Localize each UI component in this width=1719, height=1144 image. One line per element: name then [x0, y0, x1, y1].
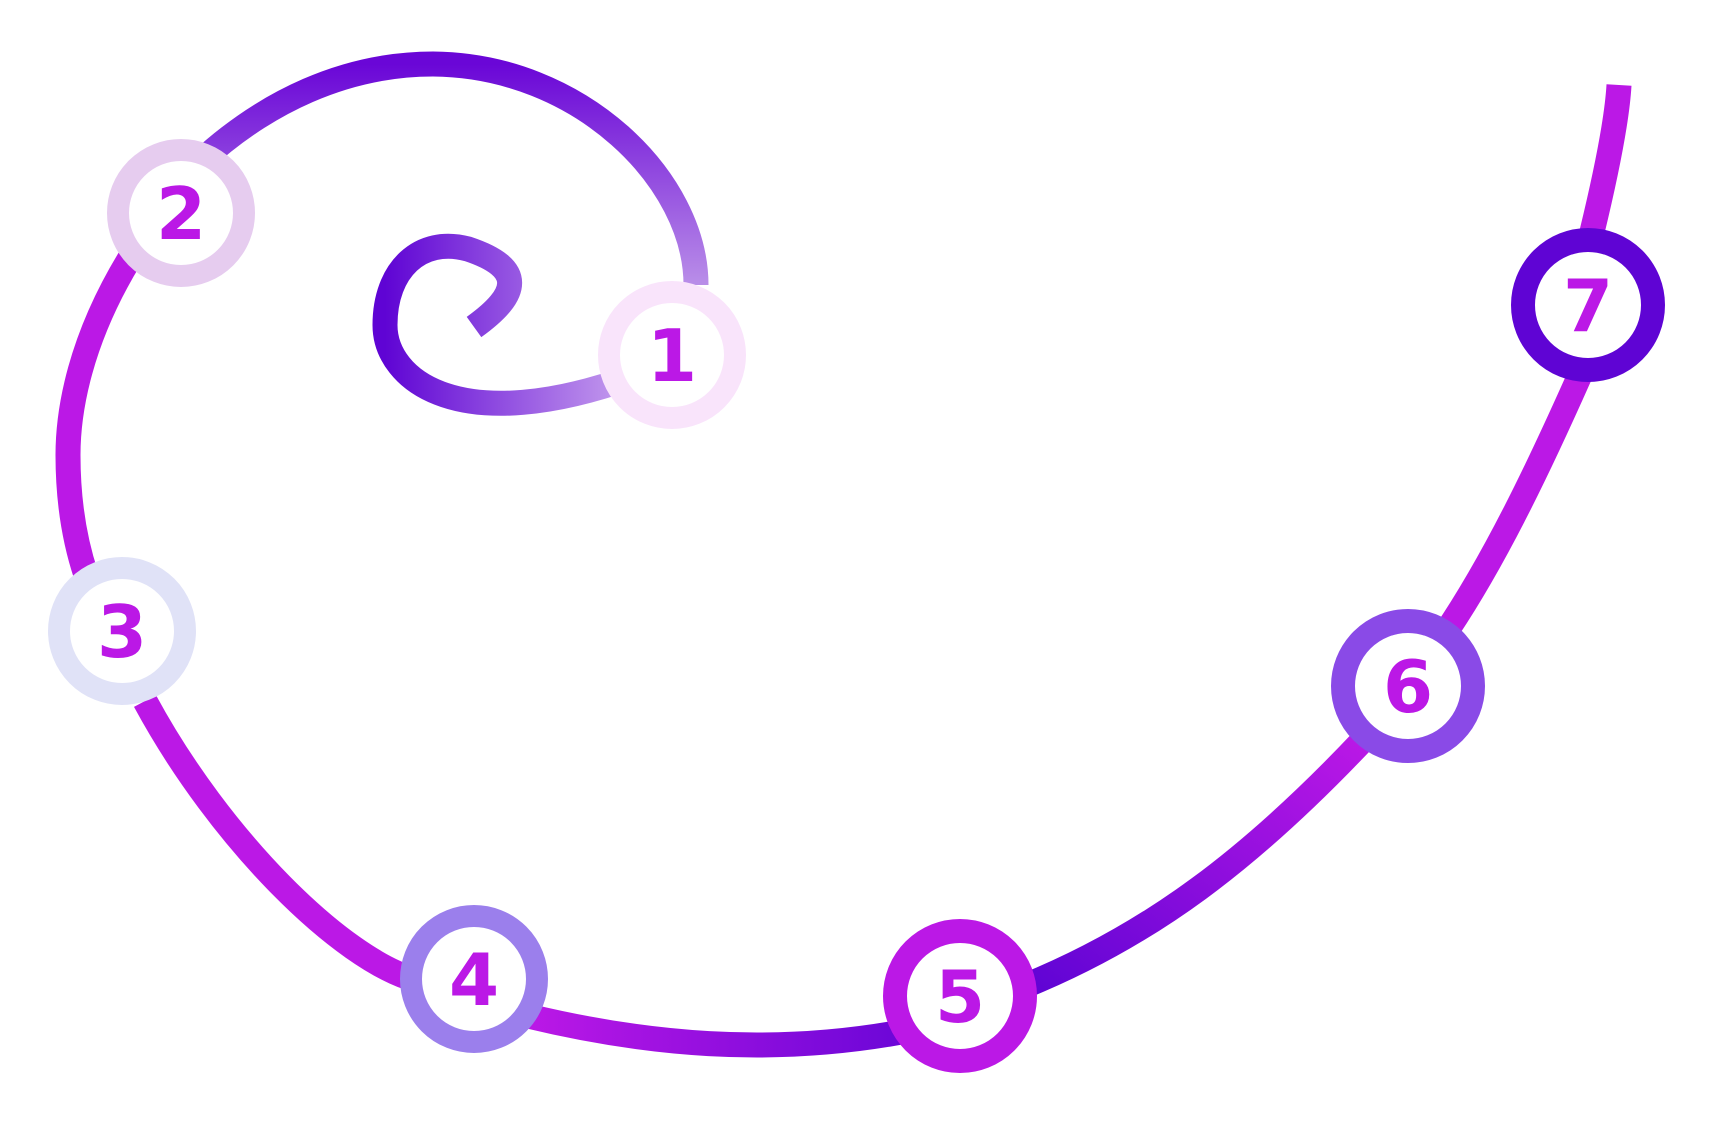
spiral-path: [55, 51, 1632, 1058]
step-node-1: 1: [598, 281, 746, 429]
path-segment-3-4: [134, 695, 420, 993]
step-ring-2: [107, 139, 255, 287]
step-label-7: 7: [1563, 264, 1613, 348]
step-node-2: 2: [107, 139, 255, 287]
step-node-4: 4: [400, 905, 548, 1053]
step-ring-3: [48, 557, 196, 705]
step-node-6: 6: [1331, 609, 1485, 763]
step-node-3: 3: [48, 557, 196, 705]
step-node-7: 7: [1511, 228, 1665, 382]
path-segment-7-end: [1579, 84, 1632, 235]
step-label-6: 6: [1383, 645, 1433, 729]
step-ring-6: [1331, 609, 1485, 763]
path-segment-2-3: [55, 251, 141, 579]
step-label-2: 2: [156, 172, 206, 256]
path-segment-6-7: [1433, 369, 1592, 643]
step-label-1: 1: [647, 314, 697, 398]
step-ring-5: [883, 919, 1037, 1073]
step-label-4: 4: [449, 938, 499, 1022]
step-ring-1: [598, 281, 746, 429]
step-ring-7: [1511, 228, 1665, 382]
step-label-3: 3: [97, 590, 147, 674]
path-segment-1-2-right: [191, 51, 709, 286]
path-segment-inner-curl: [372, 233, 642, 416]
step-node-5: 5: [883, 919, 1037, 1073]
step-label-5: 5: [935, 955, 985, 1039]
path-segment-5-6: [1020, 729, 1375, 998]
step-ring-4: [400, 905, 548, 1053]
path-segment-4-5: [525, 1003, 915, 1058]
